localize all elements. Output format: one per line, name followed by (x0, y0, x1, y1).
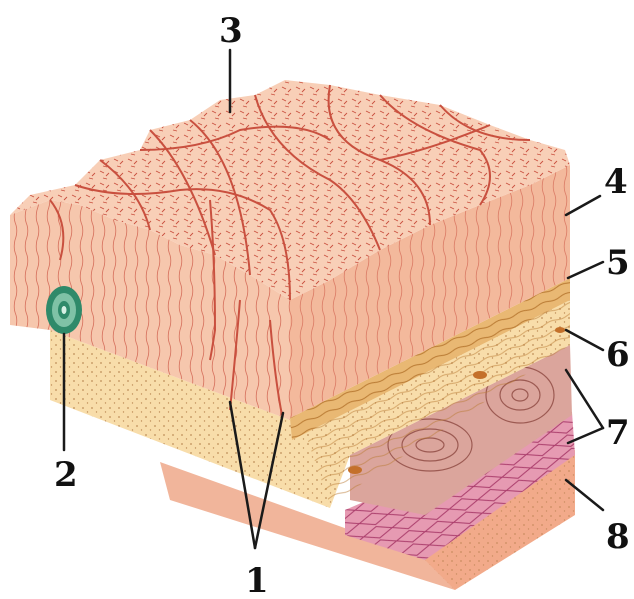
leader-line-4 (566, 196, 600, 215)
label-1: 1 (245, 561, 269, 599)
label-7: 7 (606, 413, 630, 453)
leader-line-6 (566, 330, 603, 350)
label-6: 6 (606, 335, 630, 375)
label-4: 4 (604, 162, 628, 202)
leader-line-5 (568, 262, 603, 278)
label-8: 8 (606, 517, 630, 557)
label-5: 5 (606, 243, 630, 283)
gland-structure (46, 286, 82, 334)
label-3: 3 (219, 11, 243, 51)
label-2: 2 (54, 455, 78, 495)
